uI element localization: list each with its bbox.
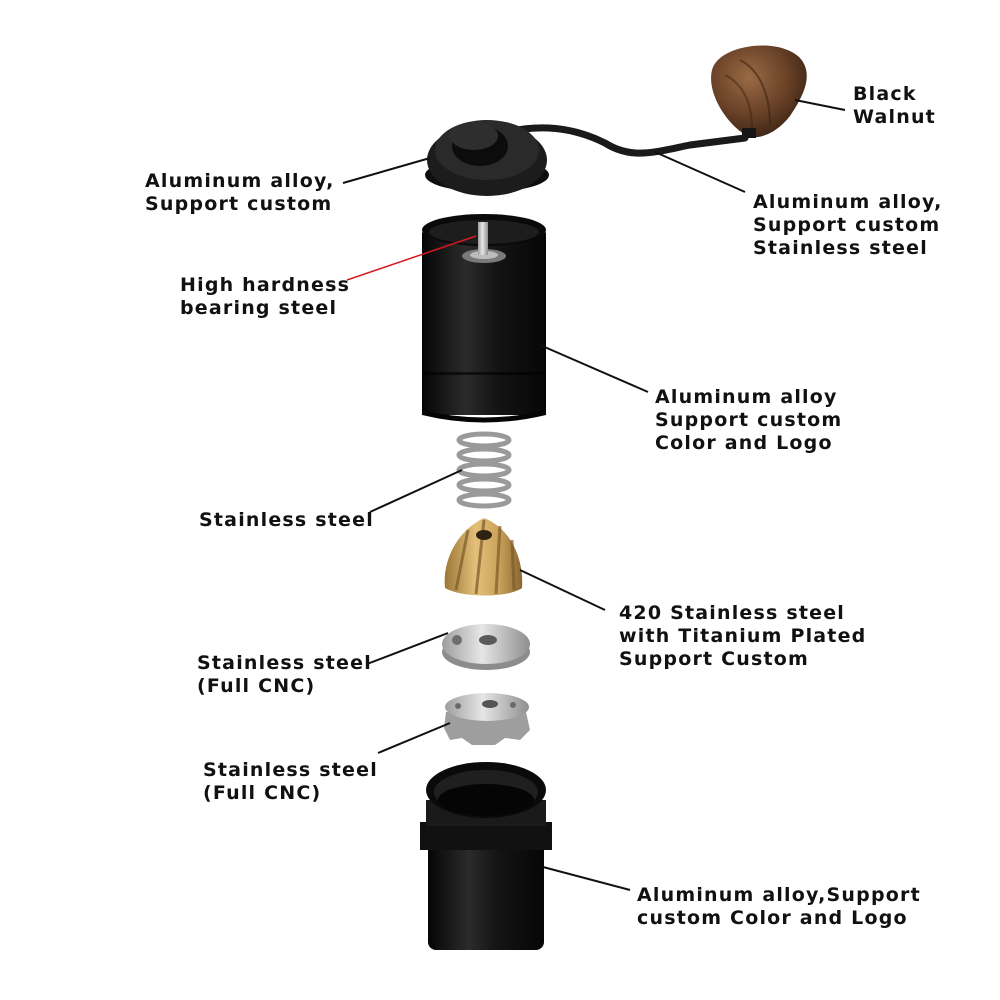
leader-bearing (346, 235, 477, 281)
titanium-burr (444, 518, 523, 596)
walnut-knob (711, 45, 807, 138)
leader-lines (342, 99, 846, 891)
leader-washer (366, 632, 449, 665)
label-adjuster: Stainless steel(Full CNC) (203, 759, 378, 804)
collection-cup (420, 762, 552, 950)
crank-handle (491, 124, 749, 157)
leader-adjuster (377, 722, 451, 754)
bearing-shaft (462, 222, 506, 263)
label-spring: Stainless steel (199, 509, 374, 531)
leader-body (539, 344, 649, 393)
label-washer: Stainless steel(Full CNC) (197, 652, 372, 697)
steel-adjuster (444, 693, 530, 745)
spring (456, 431, 512, 509)
leader-spring (369, 469, 463, 513)
leader-cup (542, 866, 631, 891)
leader-knob (794, 99, 846, 111)
label-lid: Aluminum alloy,Support custom (145, 170, 335, 215)
leader-burr (519, 569, 606, 611)
steel-washer (442, 624, 530, 670)
lid (425, 120, 549, 196)
grinder-body (422, 214, 546, 423)
leader-lid (342, 157, 431, 184)
leader-handle (654, 151, 746, 193)
